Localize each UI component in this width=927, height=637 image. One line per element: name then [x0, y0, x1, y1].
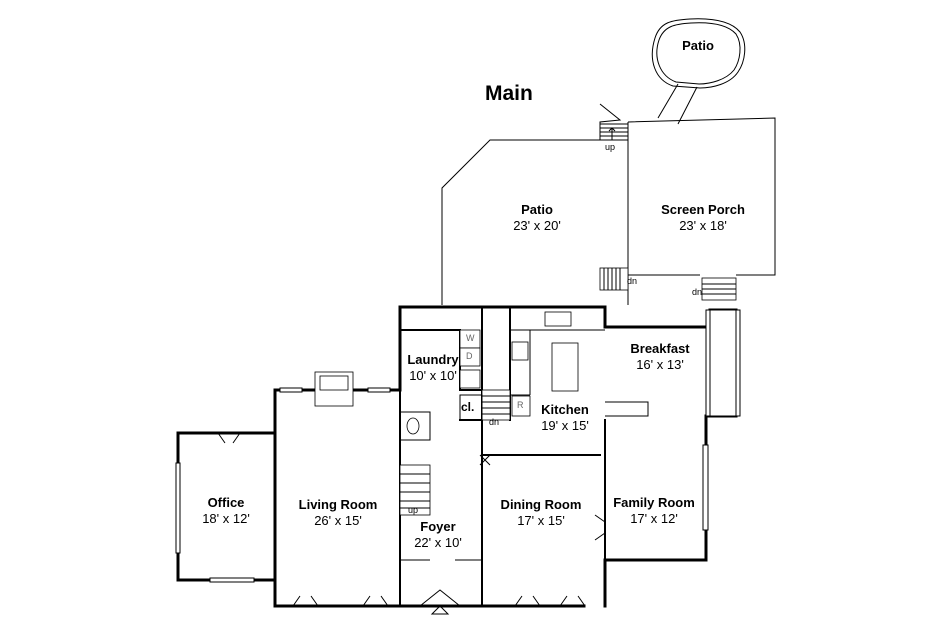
room-office-dims: 18' x 12'	[202, 511, 250, 526]
closet-outline	[459, 394, 483, 421]
room-patio-small: Patio	[682, 38, 714, 54]
powder-room	[400, 411, 431, 441]
stairs-up-foyer-label: up	[408, 505, 419, 515]
room-laundry: Laundry 10' x 10'	[407, 352, 458, 384]
living-window-2	[367, 387, 391, 393]
dryer-label: D	[466, 351, 473, 361]
laundry-appliances	[459, 329, 481, 389]
kitchen-island	[551, 342, 579, 392]
patio-walkway	[657, 83, 698, 125]
room-office-name: Office	[207, 495, 245, 510]
stairs-dn-patio	[599, 267, 629, 291]
kitchen-counters	[509, 311, 605, 417]
room-living-room-dims: 26' x 15'	[314, 513, 362, 528]
office-bottom-window	[209, 577, 255, 583]
screen-porch-outline	[627, 117, 776, 276]
living-window-1	[279, 387, 303, 393]
room-foyer-name: Foyer	[420, 519, 456, 534]
stairs-dn-kitchen	[481, 389, 511, 421]
room-kitchen: Kitchen 19' x 15'	[541, 402, 589, 434]
room-living-room: Living Room 26' x 15'	[299, 497, 378, 529]
stairs-dn-patio-label: dn	[627, 276, 638, 286]
room-dining-room: Dining Room 17' x 15'	[501, 497, 582, 529]
floor-title: Main	[485, 82, 533, 105]
room-family-room-dims: 17' x 12'	[630, 511, 678, 526]
room-kitchen-name: Kitchen	[541, 402, 589, 417]
house-exterior-wall	[176, 305, 738, 608]
room-office: Office 18' x 12'	[202, 495, 250, 527]
patio-small-outline	[651, 18, 746, 89]
stairs-dn-kitchen-label: dn	[489, 417, 500, 427]
room-patio-name: Patio	[521, 202, 553, 217]
room-laundry-dims: 10' x 10'	[409, 368, 457, 383]
room-screen-porch: Screen Porch 23' x 18'	[661, 202, 745, 234]
room-breakfast-name: Breakfast	[630, 341, 690, 356]
family-room-window	[702, 444, 709, 531]
room-patio-small-name: Patio	[682, 38, 714, 53]
room-family-room-name: Family Room	[613, 495, 695, 510]
washer-label: W	[466, 333, 475, 343]
room-dining-room-name: Dining Room	[500, 497, 582, 512]
refrigerator-label: R	[517, 400, 524, 410]
office-window	[175, 462, 181, 554]
room-patio-dims: 23' x 20'	[513, 218, 561, 233]
room-living-room-name: Living Room	[298, 497, 378, 512]
breakfast-bay-window	[705, 309, 741, 417]
room-breakfast: Breakfast 16' x 13'	[630, 341, 689, 373]
door-swings	[217, 432, 606, 607]
stairs-up-top	[599, 103, 629, 141]
front-door	[419, 589, 461, 615]
room-dining-room-dims: 17' x 15'	[517, 513, 565, 528]
room-foyer: Foyer 22' x 10'	[414, 519, 462, 551]
fireplace	[314, 371, 354, 407]
room-kitchen-dims: 19' x 15'	[541, 418, 589, 433]
stairs-up-foyer	[399, 464, 431, 516]
room-screen-porch-dims: 23' x 18'	[679, 218, 727, 233]
room-foyer-dims: 22' x 10'	[414, 535, 462, 550]
room-patio: Patio 23' x 20'	[513, 202, 561, 234]
room-laundry-name: Laundry	[407, 352, 459, 367]
room-breakfast-dims: 16' x 13'	[636, 357, 684, 372]
stairs-dn-porch	[701, 277, 737, 301]
room-family-room: Family Room 17' x 12'	[613, 495, 695, 527]
breakfast-counter	[605, 401, 649, 417]
room-screen-porch-name: Screen Porch	[661, 202, 745, 217]
stairs-dn-porch-label: dn	[692, 287, 703, 297]
closet-label: cl.	[461, 400, 475, 414]
stairs-up-top-label: up	[605, 142, 616, 152]
patio-small-outline-inner	[656, 22, 741, 85]
